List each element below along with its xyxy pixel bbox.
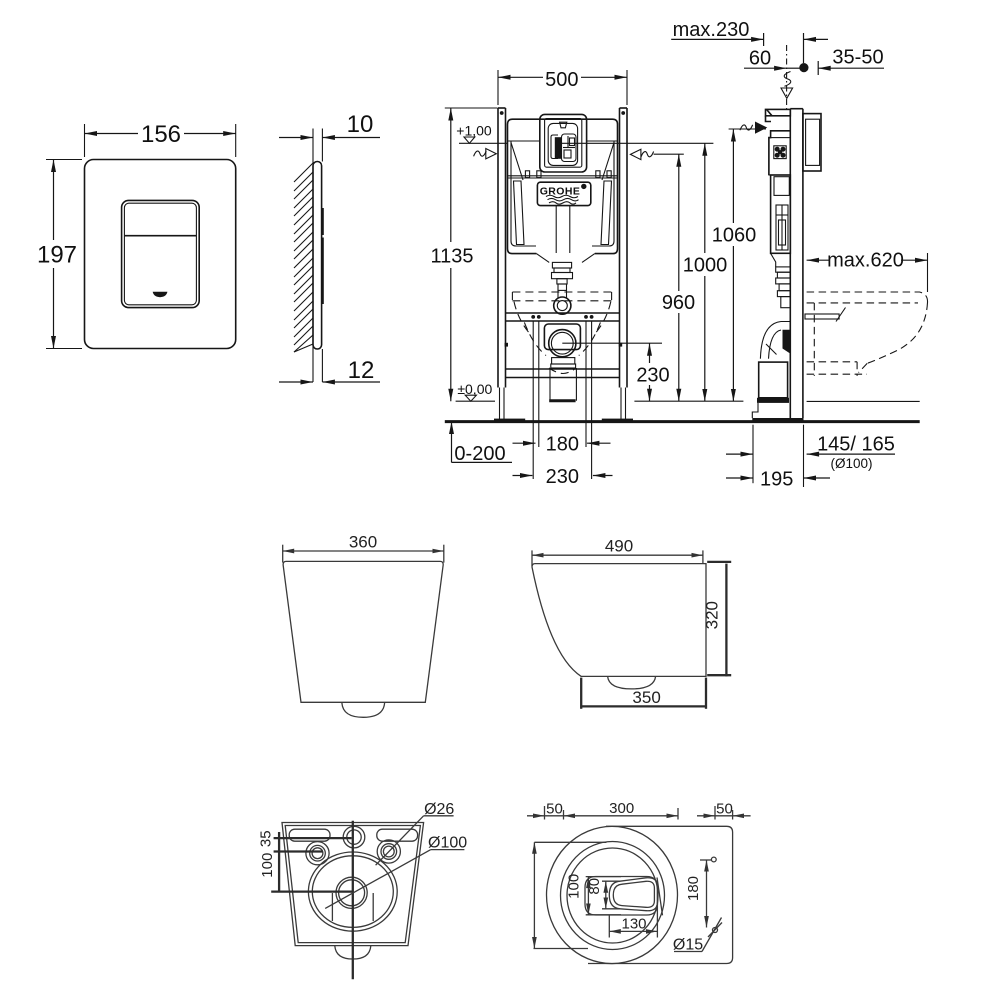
svg-text:50: 50 [716, 801, 733, 818]
svg-text:230: 230 [546, 466, 579, 488]
svg-text:12: 12 [348, 357, 375, 384]
svg-text:Ø26: Ø26 [424, 801, 454, 818]
svg-text:100: 100 [259, 853, 276, 878]
svg-text:300: 300 [609, 800, 634, 817]
svg-text:1000: 1000 [683, 255, 728, 277]
svg-text:35: 35 [257, 830, 274, 847]
svg-text:320: 320 [703, 601, 722, 629]
svg-text:156: 156 [141, 121, 181, 148]
svg-text:180: 180 [685, 876, 702, 901]
svg-text:100: 100 [566, 874, 583, 899]
svg-text:35-50: 35-50 [832, 47, 883, 69]
svg-text:0-200: 0-200 [454, 443, 505, 465]
svg-text:50: 50 [546, 801, 563, 818]
svg-text:195: 195 [760, 469, 793, 491]
svg-text:230: 230 [636, 365, 669, 387]
svg-text:1060: 1060 [712, 225, 757, 247]
svg-text:1135: 1135 [430, 246, 473, 268]
svg-text:+1,00: +1,00 [456, 123, 492, 139]
svg-text:350: 350 [632, 688, 660, 707]
svg-text:max.620: max.620 [827, 250, 904, 272]
svg-text:80: 80 [586, 878, 603, 895]
svg-text:360: 360 [349, 533, 377, 552]
svg-text:500: 500 [545, 69, 578, 91]
svg-text:960: 960 [662, 292, 695, 314]
svg-text:130: 130 [621, 916, 646, 933]
svg-text:180: 180 [546, 434, 579, 456]
svg-text:(Ø100): (Ø100) [830, 456, 872, 471]
svg-text:490: 490 [605, 537, 633, 556]
svg-text:145/ 165: 145/ 165 [817, 434, 895, 456]
svg-text:197: 197 [37, 242, 77, 269]
svg-text:±0,00: ±0,00 [457, 381, 492, 397]
svg-text:max.230: max.230 [673, 19, 750, 41]
svg-text:Ø100: Ø100 [428, 835, 467, 852]
svg-text:GROHE: GROHE [540, 186, 581, 198]
svg-text:60: 60 [749, 48, 771, 70]
svg-text:Ø15: Ø15 [673, 937, 703, 954]
svg-text:10: 10 [347, 111, 374, 138]
